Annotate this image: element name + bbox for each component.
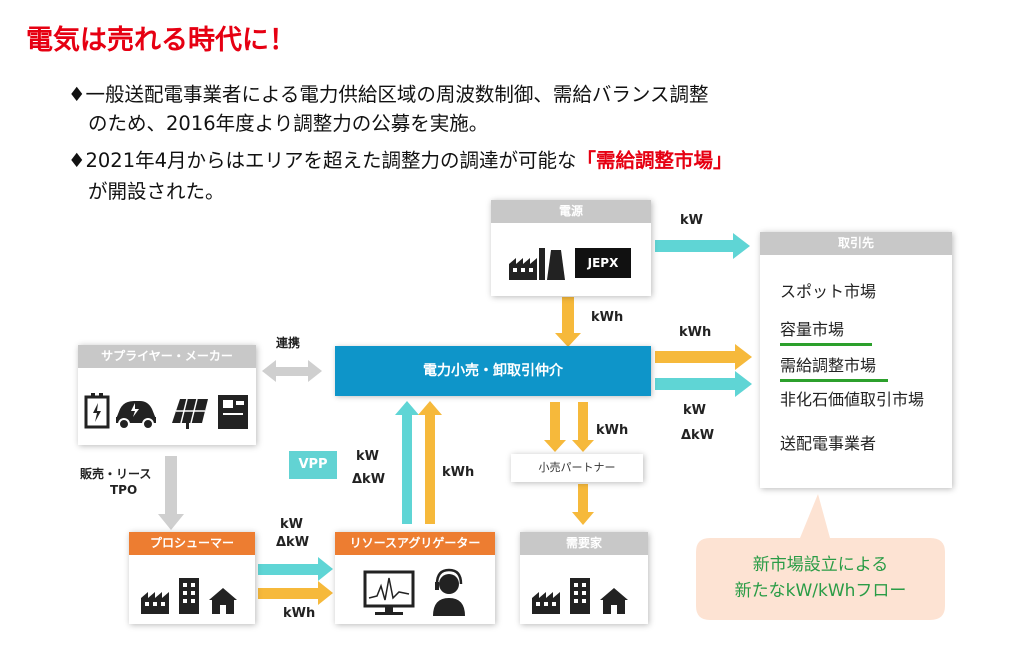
car-icon xyxy=(116,401,156,430)
supplier-node: サプライヤー・メーカー xyxy=(78,345,256,445)
bullet-line-2: のため、2016年度より調整力の公募を実施。 xyxy=(88,112,489,135)
central-title: 電力小売・卸取引仲介 xyxy=(423,363,563,379)
page-title: 電気は売れる時代に！ xyxy=(26,25,296,56)
market-highlight: 「需給調整市場」 xyxy=(576,149,733,172)
label-dkw-right: ΔkW xyxy=(681,428,715,443)
label-kw-top: kW xyxy=(680,213,703,228)
arrow-kw-bottom xyxy=(258,557,333,581)
arrow-sales-lease xyxy=(158,456,184,530)
monitor-icon xyxy=(363,570,415,615)
trading-item-capacity: 容量市場 xyxy=(780,316,872,346)
prosumer-title: プロシューマー xyxy=(129,532,255,555)
callout-line-1: 新市場設立による xyxy=(752,555,889,575)
arrow-kwh-bottom xyxy=(258,581,333,605)
vpp-badge: VPP xyxy=(289,451,337,479)
label-kw-right: kW xyxy=(683,403,706,418)
battery-icon xyxy=(84,393,110,429)
factory-icon xyxy=(141,592,169,614)
label-kwh-bottom: kWh xyxy=(283,606,316,621)
trading-item-nonfossil: 非化石価値取引市場 xyxy=(780,390,925,409)
label-dkw-vpp: ΔkW xyxy=(352,472,386,487)
callout-line-2: 新たなkW/kWhフロー xyxy=(734,581,907,601)
arrow-kwh-right xyxy=(655,344,752,370)
arrow-kwh-down xyxy=(555,297,581,347)
bullet-line-1: ♦一般送配電事業者による電力供給区域の周波数制御、需給バランス調整 xyxy=(68,83,709,106)
arrow-kwh-partner xyxy=(544,402,594,452)
consumer-building-icons xyxy=(532,578,628,614)
label-kw-bottom: kW xyxy=(280,517,303,532)
house-icon xyxy=(209,588,237,614)
consumer-title: 需要家 xyxy=(520,532,648,555)
factory-icon xyxy=(532,592,560,614)
bullet-line-3: ♦2021年4月からはエリアを超えた調整力の調達が可能な「需給調整市場」 xyxy=(68,146,733,175)
arrow-kwh-consumer xyxy=(572,484,594,525)
factory-icon xyxy=(509,248,565,280)
jepx-badge: JEPX xyxy=(575,248,631,278)
bullet-line-3-text: ♦2021年4月からはエリアを超えた調整力の調達が可能な xyxy=(68,149,577,172)
prosumer-node: プロシューマー xyxy=(129,532,255,624)
supplier-title: サプライヤー・メーカー xyxy=(78,345,256,368)
label-kw-vpp: kW xyxy=(356,449,379,464)
label-kwh-right: kWh xyxy=(679,325,712,340)
power-source-node: 電源 JEPX xyxy=(491,200,651,296)
consumer-node: 需要家 xyxy=(520,532,648,624)
house-icon xyxy=(600,588,628,614)
trading-item-balancing: 需給調整市場 xyxy=(780,352,888,382)
central-node: 電力小売・卸取引仲介 xyxy=(335,346,651,396)
arrow-kwh-up xyxy=(418,401,442,524)
trading-item-tso: 送配電事業者 xyxy=(780,434,877,453)
callout-text: 新市場設立による 新たなkW/kWhフロー xyxy=(696,552,945,604)
power-storage-icon xyxy=(218,395,248,429)
bullet-line-4: が開設された。 xyxy=(88,180,225,203)
building-icons xyxy=(141,578,237,614)
aggregator-title: リソースアグリゲーター xyxy=(335,532,495,555)
trading-partner-node: 取引先 スポット市場 容量市場 需給調整市場 非化石価値取引市場 送配電事業者 xyxy=(760,232,952,488)
aggregator-icons xyxy=(363,568,465,616)
office-building-icon xyxy=(570,578,590,614)
arrow-kw-right xyxy=(655,371,752,397)
arrow-kw-up xyxy=(395,401,419,524)
supplier-icons xyxy=(84,393,248,430)
label-renkei: 連携 xyxy=(276,336,301,350)
partner-node: 小売パートナー xyxy=(511,454,643,482)
solar-panel-icon xyxy=(172,398,208,429)
trading-item-spot: スポット市場 xyxy=(780,282,877,301)
power-source-title: 電源 xyxy=(491,200,651,223)
label-kwh-down: kWh xyxy=(591,310,624,325)
trading-partner-title: 取引先 xyxy=(760,232,952,255)
arrow-renkei xyxy=(262,360,322,382)
callout-bubble xyxy=(696,494,945,620)
label-dkw-bottom: ΔkW xyxy=(276,535,310,550)
label-kwh-partner: kWh xyxy=(596,423,629,438)
label-kwh-up: kWh xyxy=(442,465,475,480)
arrow-kw-top xyxy=(655,233,750,259)
operator-icon xyxy=(433,568,465,616)
aggregator-node: リソースアグリゲーター xyxy=(335,532,495,624)
label-sales-lease: 販売・リース xyxy=(80,467,152,481)
label-tpo: TPO xyxy=(110,483,138,497)
office-building-icon xyxy=(179,578,199,614)
